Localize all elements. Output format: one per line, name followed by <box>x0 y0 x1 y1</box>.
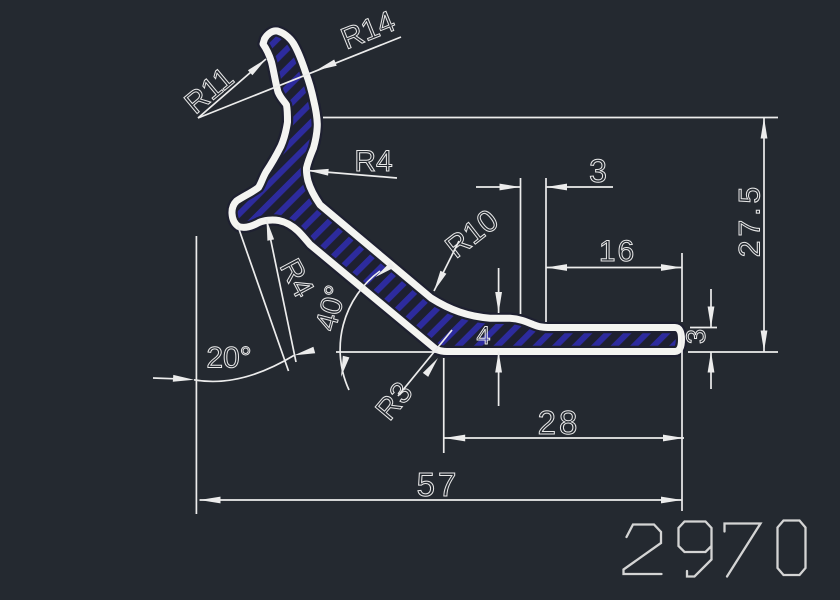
svg-text:4: 4 <box>477 322 491 350</box>
svg-text:57: 57 <box>417 466 460 503</box>
svg-text:28: 28 <box>538 404 581 441</box>
svg-text:3: 3 <box>589 153 607 189</box>
svg-text:R4: R4 <box>354 145 392 178</box>
svg-text:20°: 20° <box>206 342 251 375</box>
svg-text:16: 16 <box>599 235 636 268</box>
svg-text:27.5: 27.5 <box>734 183 767 257</box>
svg-text:3: 3 <box>681 329 711 344</box>
